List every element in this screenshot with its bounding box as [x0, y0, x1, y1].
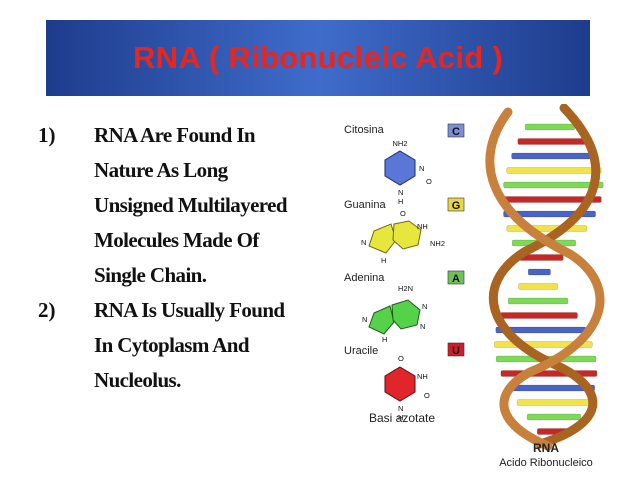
base-pair-rung: [511, 152, 596, 160]
atom-label: O: [426, 177, 432, 186]
adenine-pentagon-icon: [368, 305, 395, 335]
bullet-line: Nucleolus.: [94, 368, 181, 392]
base-badge: [447, 342, 465, 357]
atom-label: N: [361, 238, 366, 247]
nitrogenous-bases-figure: Citosina C NH2 N N H O Guanina G O NH NH…: [344, 123, 465, 425]
atom-label: NH: [417, 372, 428, 381]
bullet-line: Single Chain.: [94, 263, 207, 287]
atom-label: O: [398, 354, 404, 363]
bullet-list: 1) RNA Are Found In Nature As Long Unsig…: [38, 118, 328, 398]
base-name: Uracile: [344, 345, 378, 357]
atom-label: N: [362, 315, 367, 324]
bases-caption: Basi azotate: [369, 411, 435, 425]
atom-label: NH: [417, 222, 428, 231]
base-letter: G: [452, 200, 461, 212]
atom-label: H: [398, 197, 403, 206]
base-name: Adenina: [344, 272, 385, 284]
atom-label: H: [398, 413, 403, 422]
rna-helix-figure: RNA Acido Ribonucleico: [485, 104, 605, 469]
helix-label: RNA: [533, 441, 559, 455]
amino-group-label: NH2: [430, 239, 445, 248]
atom-label: O: [400, 209, 406, 218]
base-pair-rung: [506, 225, 588, 232]
base-pair-rung: [506, 167, 602, 174]
cytosine-ring-icon: [384, 150, 416, 186]
base-pair-rung: [516, 399, 590, 406]
base-pair-rung: [518, 283, 559, 290]
amino-group-label: NH2: [392, 139, 407, 148]
bullet-point-1: 1) RNA Are Found In Nature As Long Unsig…: [38, 118, 328, 293]
guanine-ring-icon: [392, 220, 422, 250]
atom-label: H: [381, 256, 386, 265]
base-letter: A: [452, 273, 460, 285]
uracil-ring-icon: [384, 366, 416, 402]
guanine-pentagon-icon: [368, 223, 397, 254]
base-badge: [447, 270, 465, 285]
base-pair-rung: [500, 312, 578, 319]
slide-title: RNA ( Ribonucleic Acid ): [132, 40, 504, 75]
bullet-line: In Cytoplasm And: [94, 333, 250, 357]
base-badge: [447, 197, 465, 212]
base-letter: U: [452, 345, 460, 357]
base-letter: C: [452, 126, 460, 138]
amino-group-label: H2N: [398, 284, 413, 293]
bullet-number: 2): [38, 298, 56, 322]
atom-label: O: [424, 391, 430, 400]
bullet-line: RNA Are Found In: [94, 123, 256, 147]
helix-backbone-back: [489, 104, 601, 449]
bullet-line: Unsigned Multilayered: [94, 193, 288, 217]
bullet-number: 1): [38, 123, 56, 147]
atom-label: N: [398, 188, 403, 197]
base-pair-rung: [527, 268, 551, 276]
base-name: Guanina: [344, 199, 386, 211]
helix-backbone-front: [485, 107, 605, 451]
base-pair-rung: [503, 181, 604, 189]
bullet-point-2: 2) RNA Is Usually Found In Cytoplasm And…: [38, 293, 328, 398]
bullet-line: Molecules Made Of: [94, 228, 259, 252]
base-pair-rung: [526, 413, 581, 421]
base-pair-rung: [500, 370, 598, 377]
atom-label: N: [398, 404, 403, 413]
base-pair-rung: [507, 297, 569, 305]
base-name: Citosina: [344, 124, 385, 136]
base-pair-rung: [524, 123, 575, 131]
base-badge: [447, 123, 465, 138]
atom-label: N: [419, 164, 424, 173]
atom-label: N: [420, 322, 425, 331]
helix-sublabel: Acido Ribonucleico: [499, 457, 593, 469]
bullet-line: RNA Is Usually Found: [94, 298, 285, 322]
atom-label: N: [422, 302, 427, 311]
atom-label: H: [382, 335, 387, 344]
title-bar: RNA ( Ribonucleic Acid ): [46, 20, 590, 96]
bullet-line: Nature As Long: [94, 158, 228, 182]
base-pair-rung: [517, 138, 587, 145]
adenine-ring-icon: [391, 299, 421, 330]
